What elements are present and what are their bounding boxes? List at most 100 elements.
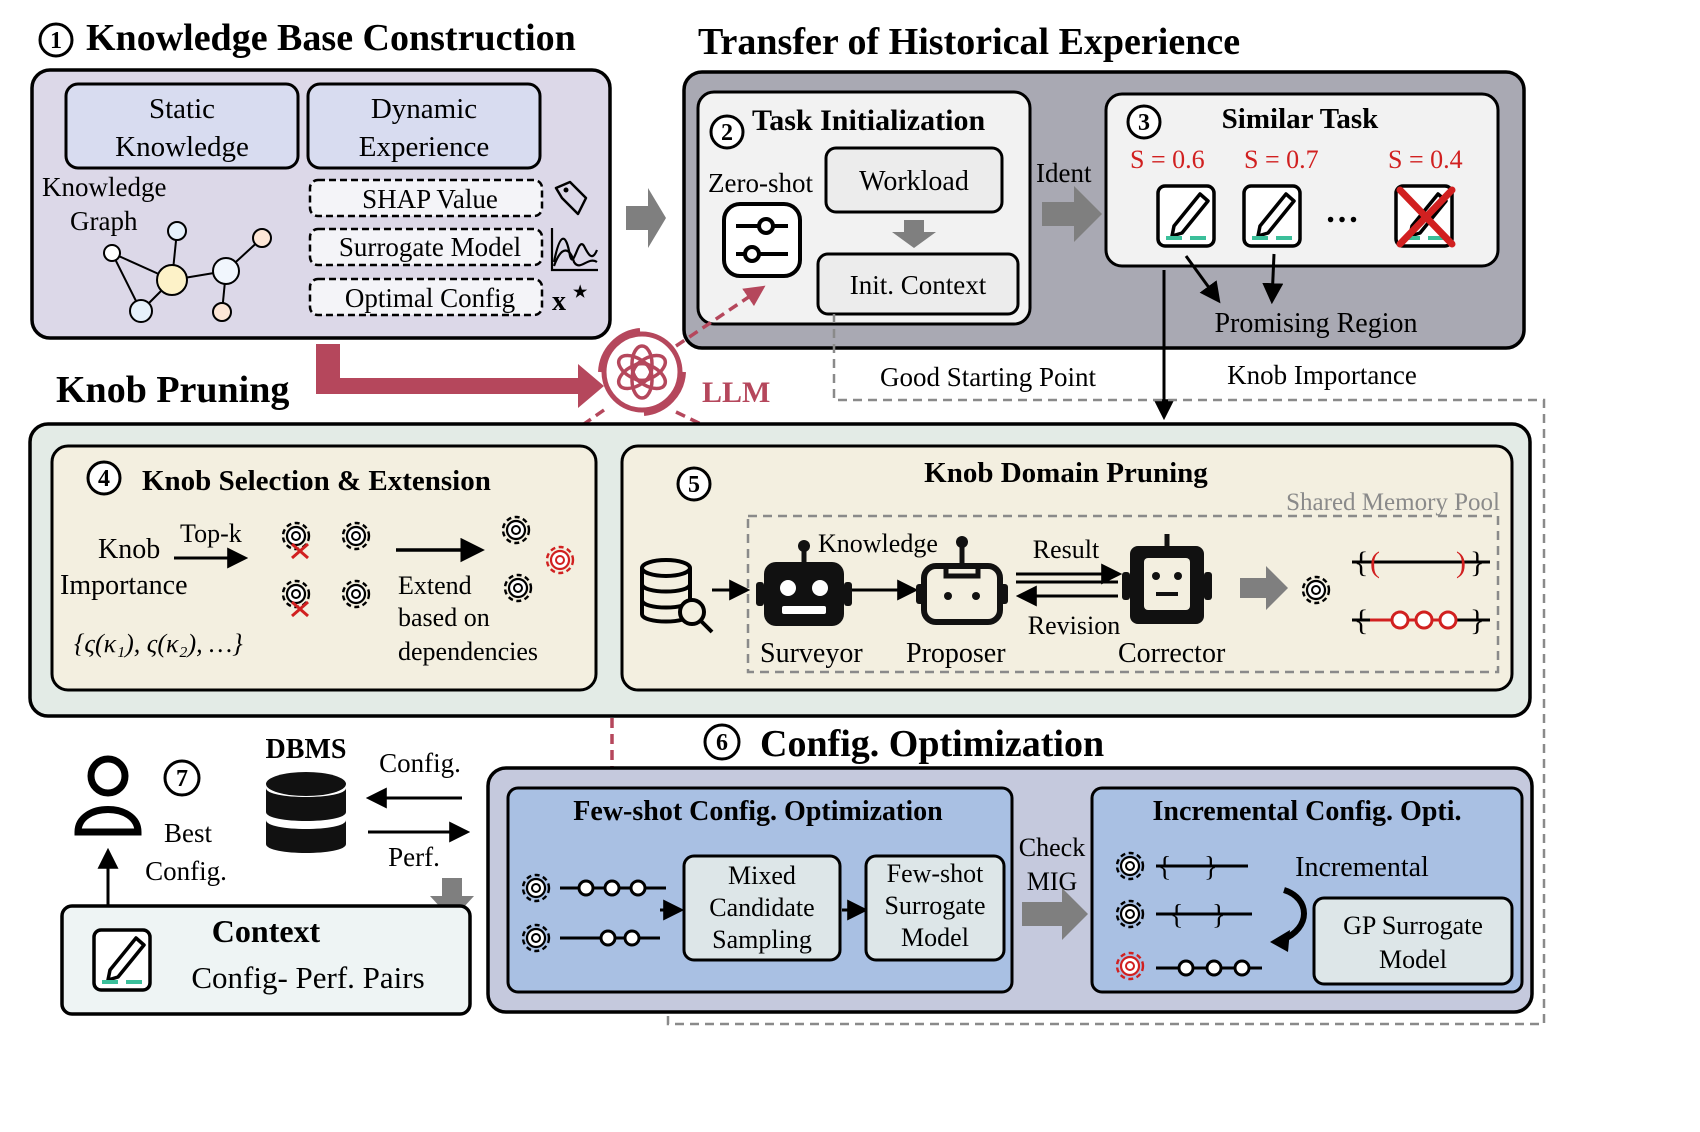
workload-down-arrow [892, 220, 936, 248]
similarity-score-2: S = 0.7 [1244, 145, 1319, 174]
x-star-symbol: x [552, 286, 566, 317]
config-section-title: Config. Optimization [760, 723, 1104, 765]
svg-text:}: } [1212, 900, 1225, 931]
based-on-label: based on [398, 603, 490, 632]
shap-value-label: SHAP Value [362, 184, 498, 214]
context-box [60, 904, 472, 1016]
user-icon [74, 755, 142, 836]
incremental-ranges-icon: { } { } [1156, 852, 1262, 977]
init-context-label: Init. Context [850, 270, 987, 300]
surrogate-label: Surrogate [884, 891, 985, 920]
context-notepad-icon [92, 928, 152, 992]
model-label: Model [901, 923, 969, 952]
good-starting-point-label: Good Starting Point [880, 362, 1097, 392]
knowledge-graph-icon [103, 221, 272, 323]
step-5-badge: 5 [676, 466, 712, 502]
svg-text:{: { [1170, 900, 1183, 931]
candidate-values-icon [560, 879, 666, 947]
result-label: Result [1033, 535, 1100, 564]
task1-to-region-arrow [1184, 255, 1221, 304]
zero-shot-label: Zero-shot [708, 168, 813, 198]
task-initialization-title: Task Initialization [752, 104, 985, 137]
static-knowledge-box [64, 82, 300, 170]
llm-cycle-arrow-top [598, 328, 641, 373]
proposer-robot-icon [916, 536, 1008, 625]
good-starting-point-path [666, 314, 1546, 1026]
ident-arrow [1042, 186, 1102, 242]
static-knowledge-line2: Knowledge [115, 131, 249, 163]
surrogate-model-label: Surrogate Model [339, 232, 521, 262]
knob-label: Knob [98, 534, 160, 565]
best-config-line1: Best [164, 818, 213, 848]
incremental-curve-arrow [1280, 887, 1307, 943]
top-k-label: Top-k [180, 519, 242, 548]
tag-icon [554, 180, 588, 216]
proposer-label: Proposer [906, 638, 1006, 669]
perf-label: Perf. [388, 842, 440, 872]
candidate-label: Candidate [709, 893, 814, 922]
svg-text:{: { [1354, 604, 1368, 637]
fewshot-label: Few-shot [887, 859, 985, 888]
svg-text:3: 3 [1138, 110, 1150, 136]
gp-surrogate-box [1312, 896, 1514, 986]
workload-label: Workload [859, 166, 969, 197]
step-4-badge: 4 [86, 460, 122, 496]
mixed-sampling-box [682, 854, 842, 962]
workload-box [824, 146, 1004, 214]
optimal-config-box [308, 277, 544, 317]
optimal-config-label: Optimal Config [345, 283, 515, 313]
similar-task-1-icon [1156, 184, 1216, 248]
config-perf-pairs-label: Config- Perf. Pairs [191, 960, 424, 995]
step-1-badge: 1 [38, 22, 74, 58]
svg-text:6: 6 [716, 730, 728, 756]
svg-text:1: 1 [50, 28, 62, 54]
static-knowledge-line1: Static [149, 93, 215, 125]
svg-text:7: 7 [176, 766, 188, 792]
svg-text:): ) [1456, 546, 1466, 579]
similarity-score-1: S = 0.6 [1130, 145, 1205, 174]
promising-region-label: Promising Region [1214, 308, 1417, 339]
settings-sliders-icon [722, 202, 802, 278]
similar-task-2-icon [1242, 184, 1302, 248]
llm-to-init-context-arrow [675, 285, 766, 348]
fewshot-optimization-title: Few-shot Config. Optimization [573, 796, 943, 827]
rejected-cross-icon [1396, 186, 1456, 248]
svg-text:}: } [1204, 852, 1217, 883]
pruned-range-icon: { ( ) } [1352, 546, 1490, 579]
check-mig-arrow [1022, 888, 1088, 940]
dbms-label: DBMS [266, 734, 347, 765]
pruned-cross-icon [291, 542, 309, 618]
ellipsis: … [1325, 193, 1359, 230]
database-search-icon [640, 558, 714, 634]
mixed-label: Mixed [728, 861, 796, 890]
step-2-badge: 2 [709, 114, 745, 150]
kb-to-llm-arrow [316, 344, 604, 408]
transfer-section-title: Transfer of Historical Experience [698, 21, 1240, 63]
corrector-output-arrow [1240, 566, 1288, 610]
incremental-curve-arrowhead [1270, 930, 1290, 952]
fewshot-surrogate-box [864, 854, 1006, 962]
gp-model-label: Model [1379, 945, 1447, 974]
database-icon [266, 772, 346, 853]
svg-text:}: } [1470, 604, 1484, 637]
best-config-line2: Config. [145, 856, 227, 886]
importance-formula: {ς(κ₁), ς(κ₂), …} [74, 629, 243, 658]
svg-text:4: 4 [98, 466, 110, 492]
svg-text:{: { [1354, 546, 1368, 579]
knob-selection-title: Knob Selection & Extension [142, 465, 491, 497]
init-context-box [816, 252, 1020, 316]
step-3-badge: 3 [1126, 104, 1162, 140]
kb-section-title: Knowledge Base Construction [86, 17, 576, 59]
task2-to-region-arrow [1262, 253, 1284, 305]
dynamic-experience-box [306, 82, 542, 170]
dynamic-experience-line1: Dynamic [371, 93, 477, 125]
llm-label: LLM [702, 376, 770, 409]
extend-label: Extend [398, 571, 472, 600]
knowledge-graph-line2: Graph [70, 206, 138, 236]
similarity-score-3: S = 0.4 [1388, 145, 1463, 174]
knowledge-graph-line1: Knowledge [42, 172, 166, 202]
svg-text:{: { [1158, 852, 1171, 883]
dynamic-experience-line2: Experience [359, 131, 489, 163]
ident-label: Ident [1036, 158, 1092, 188]
